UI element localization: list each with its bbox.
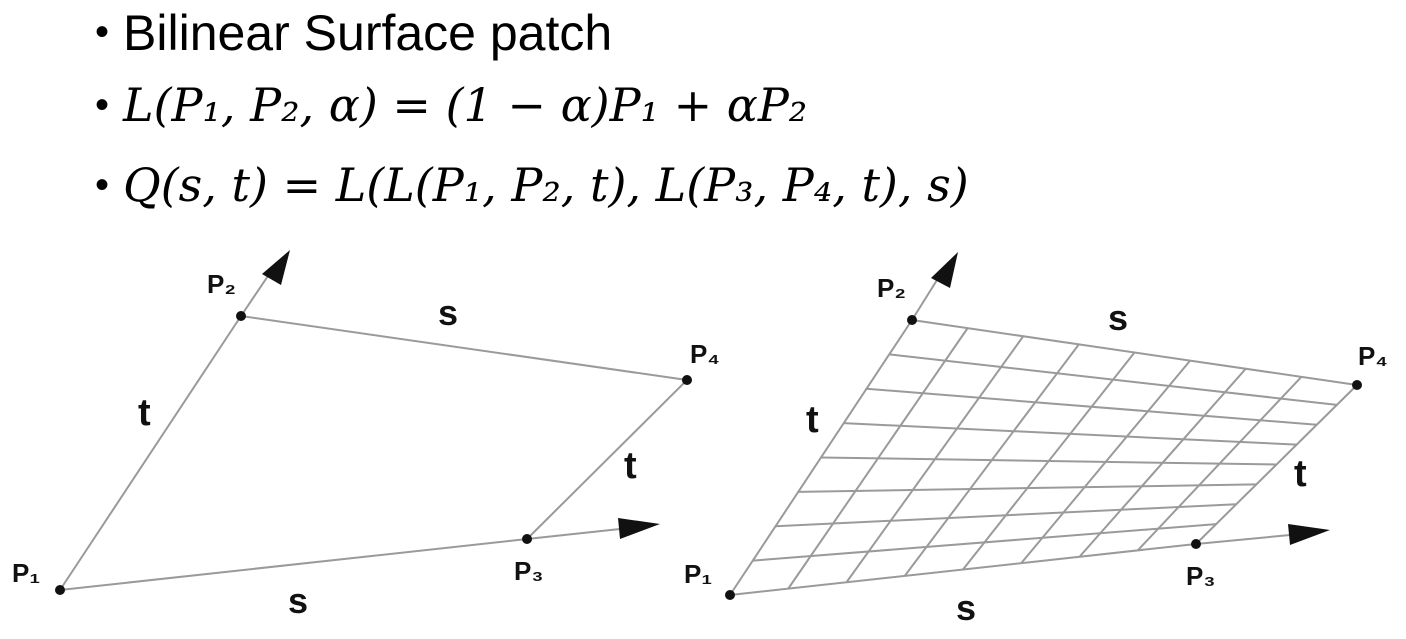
diagram-left: P₁ P₂ P₃ P₄ s s t t — [12, 250, 720, 621]
axis-s-extension — [1195, 534, 1291, 545]
label-s-top: s — [438, 292, 458, 333]
bullet-item-title: • Bilinear Surface patch — [95, 0, 612, 62]
diagram-right: P₁ P₂ P₃ P₄ s s t t — [684, 252, 1388, 628]
bullet-list: • Bilinear Surface patch • L(P₁, P₂, α) = … — [0, 0, 1406, 240]
grid-line-s — [866, 387, 1317, 426]
axis-s-arrowhead — [618, 518, 660, 539]
label-p4: P₄ — [1358, 341, 1388, 371]
label-p2: P₂ — [877, 273, 906, 303]
point-p3 — [522, 534, 532, 544]
label-p2: P₂ — [207, 269, 236, 299]
label-s-bottom: s — [288, 580, 308, 621]
bullet-item-lerp-formula: • L(P₁, P₂, α) = (1 − α)P₁ + αP₂ — [95, 78, 807, 132]
point-p1 — [55, 585, 65, 595]
bullet-dot: • — [95, 82, 110, 127]
point-p4 — [682, 375, 692, 385]
grid-line-t — [1078, 368, 1247, 558]
edge-p3-p4 — [526, 379, 688, 540]
label-p3: P₃ — [514, 556, 543, 586]
point-p4 — [1352, 380, 1362, 390]
axis-t-extension — [240, 269, 273, 317]
edge-p1-p2 — [59, 315, 242, 591]
grid-line-t — [1137, 376, 1303, 552]
axis-t-arrowhead — [262, 250, 290, 285]
label-s-top: s — [1108, 297, 1128, 338]
edge-p2-p4 — [240, 315, 688, 381]
label-t-left: t — [806, 399, 819, 441]
label-p3: P₃ — [1186, 561, 1215, 591]
label-p1: P₁ — [12, 558, 40, 588]
grid-line-t — [1020, 359, 1191, 564]
axis-s-extension — [526, 528, 621, 540]
label-p1: P₁ — [684, 559, 712, 589]
point-p1 — [725, 590, 735, 600]
point-p3 — [1191, 539, 1201, 549]
label-s-bottom: s — [956, 587, 976, 628]
label-p4: P₄ — [690, 339, 720, 369]
label-t-right: t — [1294, 453, 1307, 495]
bullet-item-bilinear-formula: • Q(s, t) = L(L(P₁, P₂, t), L(P₃, P₄, t),… — [95, 158, 969, 212]
axis-s-arrowhead — [1288, 524, 1330, 545]
bullet-dot: • — [95, 10, 110, 55]
surface-grid — [729, 319, 1358, 596]
bullet-dot: • — [95, 162, 110, 207]
grid-line-t — [1195, 384, 1358, 545]
grid-line-s — [820, 456, 1277, 466]
point-p2 — [236, 311, 246, 321]
label-t-left: t — [138, 392, 151, 434]
bilinear-formula: Q(s, t) = L(L(P₁, P₂, t), L(P₃, P₄, t), … — [123, 158, 969, 212]
lerp-formula: L(P₁, P₂, α) = (1 − α)P₁ + αP₂ — [123, 78, 808, 132]
grid-line-s — [889, 353, 1337, 406]
edge-p1-p3 — [59, 538, 528, 591]
label-t-right: t — [624, 445, 637, 487]
point-p2 — [907, 315, 917, 325]
grid-line-s — [911, 319, 1358, 386]
bullet-text-title: Bilinear Surface patch — [123, 4, 613, 61]
axis-t-arrowhead — [931, 252, 958, 288]
grid-line-s — [843, 422, 1297, 446]
